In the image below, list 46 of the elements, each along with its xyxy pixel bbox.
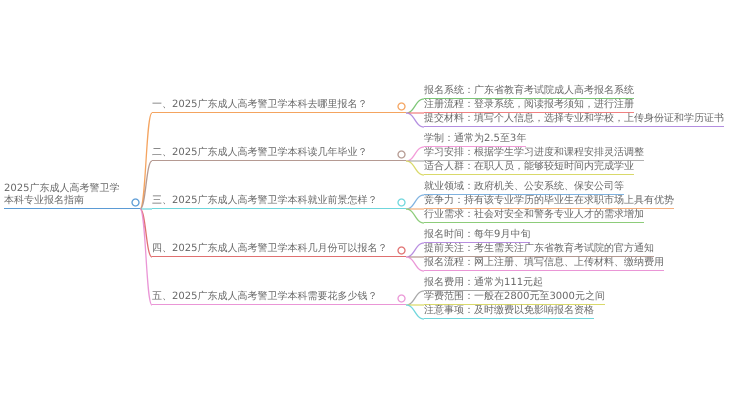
branch-line [140,208,152,210]
topic-text: 提交材料：填写个人信息，选择专业和学校，上传身份证和学历证书 [424,113,724,126]
topic-text: 学费范围：一般在2800元至3000元之间 [424,291,605,304]
branch-line [406,242,424,258]
branch-topic [152,147,406,161]
topic-text: 三、2025广东成人高考警卫学本科就业前景怎样？ [152,195,378,208]
branch-line [406,112,424,114]
branch-line [406,304,424,306]
branch-line [406,98,424,114]
branch-line [140,208,152,258]
topic-text: 竞争力：持有该专业学历的毕业生在求职市场上具有优势 [424,195,674,208]
topic-text: 2025广东成人高考警卫学本科专业报名指南 [4,183,120,208]
topic-text: 报名费用：通常为111元起 [424,277,544,290]
branch-line [406,146,424,162]
branch-line [406,208,424,224]
topic-text: 注意事项：及时缴费以免影响报名资格 [424,305,594,318]
topic-text: 报名系统：广东省教育考试院成人高考报名系统 [424,85,634,98]
topic-text: 报名时间：每年9月中旬 [424,229,530,242]
topic-text: 学习安排：根据学生学习进度和课程安排灵活调整 [424,147,644,160]
branch-line [139,112,153,210]
topic-text: 四、2025广东成人高考警卫学本科几月份可以报名？ [152,243,388,256]
branch-line [140,160,152,210]
topic-text: 适合人群：在职人员，能够较短时间内完成学业 [424,161,634,174]
branch-line [406,160,424,176]
branch-line [406,256,424,272]
branch-line [406,304,424,320]
topic-text: 就业领域：政府机关、公安系统、保安公司等 [424,181,624,194]
branch-line [406,112,424,128]
branch-topic [152,195,406,209]
branch-line [406,256,424,258]
topic-text: 学制：通常为2.5至3年 [424,133,526,146]
branch-line [406,194,424,210]
topic-text: 一、2025广东成人高考警卫学本科去哪里报名？ [152,99,368,112]
topic-text: 行业需求：社会对安全和警务专业人才的需求增加 [424,209,644,222]
topic-text: 二、2025广东成人高考警卫学本科读几年毕业？ [152,147,368,160]
root-topic [4,183,140,209]
topic-text: 注册流程：登录系统，阅读报考须知，进行注册 [424,99,634,112]
topic-text: 提前关注：考生需关注广东省教育考试院的官方通知 [424,243,654,256]
branch-line [406,208,424,210]
branch-topic [152,291,406,305]
branch-topic [152,99,406,113]
branch-line [406,160,424,162]
branch-line [406,290,424,306]
topic-text: 报名流程：网上注册、填写信息、上传材料、缴纳费用 [424,257,664,270]
topic-text: 五、2025广东成人高考警卫学本科需要花多少钱？ [152,291,378,304]
branch-line [139,208,153,306]
